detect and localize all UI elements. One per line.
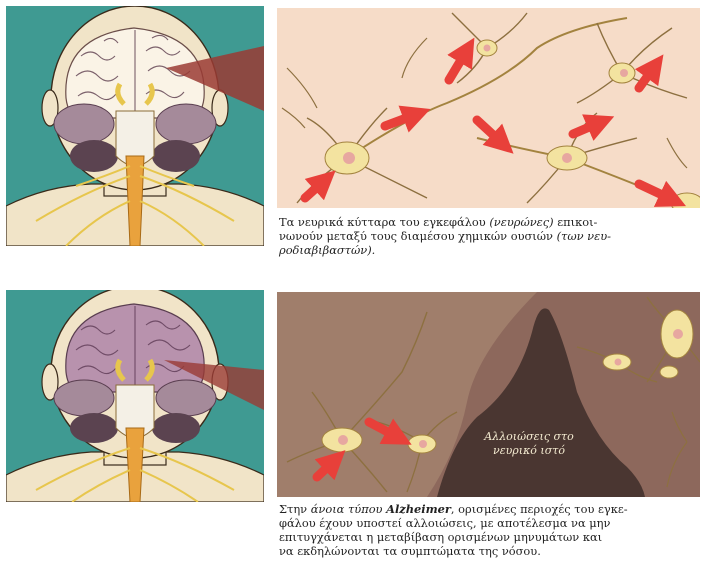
caption2-text-c: φάλου έχουν υποστεί αλλοιώσεις, με αποτέ…	[279, 516, 610, 530]
caption1-term-neurotransmitters-b: ροδιαβιβαστών).	[279, 243, 375, 257]
caption2-text-b: , ορισμένες περιοχές του εγκε-	[451, 502, 628, 516]
caption1-text-a: Τα νευρικά κύτταρα του εγκεφάλου	[279, 215, 486, 229]
caption1-term-neurons: (νευρώνες)	[489, 215, 553, 229]
caption2-text-d: επιτυγχάνεται η μεταβίβαση ορισμένων μην…	[279, 530, 602, 544]
lesion-label-line1: Αλλοιώσεις στο	[474, 430, 584, 444]
caption2-text-e: να εκδηλώνονται τα συμπτώματα της νόσου.	[279, 544, 541, 558]
caption2-text-a: Στην	[279, 502, 307, 516]
alzheimer-head-drawing	[6, 290, 264, 502]
lesion-label-line2: νευρικό ιστό	[474, 444, 584, 458]
caption2-term-dementia: άνοια τύπου	[311, 502, 383, 516]
lesion-label: Αλλοιώσεις στο νευρικό ιστό	[474, 430, 584, 458]
healthy-neurons-drawing	[277, 8, 700, 208]
damaged-tissue-drawing	[277, 292, 700, 497]
healthy-head-illustration	[6, 6, 264, 246]
healthy-head-drawing	[6, 6, 264, 246]
caption1-text-c: νωνούν μεταξύ τους διαμέσου χημικών ουσι…	[279, 229, 553, 243]
caption1-text-b: επικοι-	[557, 215, 597, 229]
healthy-neurons-illustration	[277, 8, 700, 208]
caption1-term-neurotransmitters-a: (των νευ-	[557, 229, 611, 243]
healthy-neurons-caption: Τα νευρικά κύτταρα του εγκεφάλου (νευρών…	[279, 215, 703, 257]
damaged-neural-tissue-illustration	[277, 292, 700, 497]
caption2-term-alzheimer: Alzheimer	[386, 502, 451, 516]
alzheimer-caption: Στην άνοια τύπου Alzheimer, ορισμένες πε…	[279, 502, 703, 558]
alzheimer-head-illustration	[6, 290, 264, 502]
